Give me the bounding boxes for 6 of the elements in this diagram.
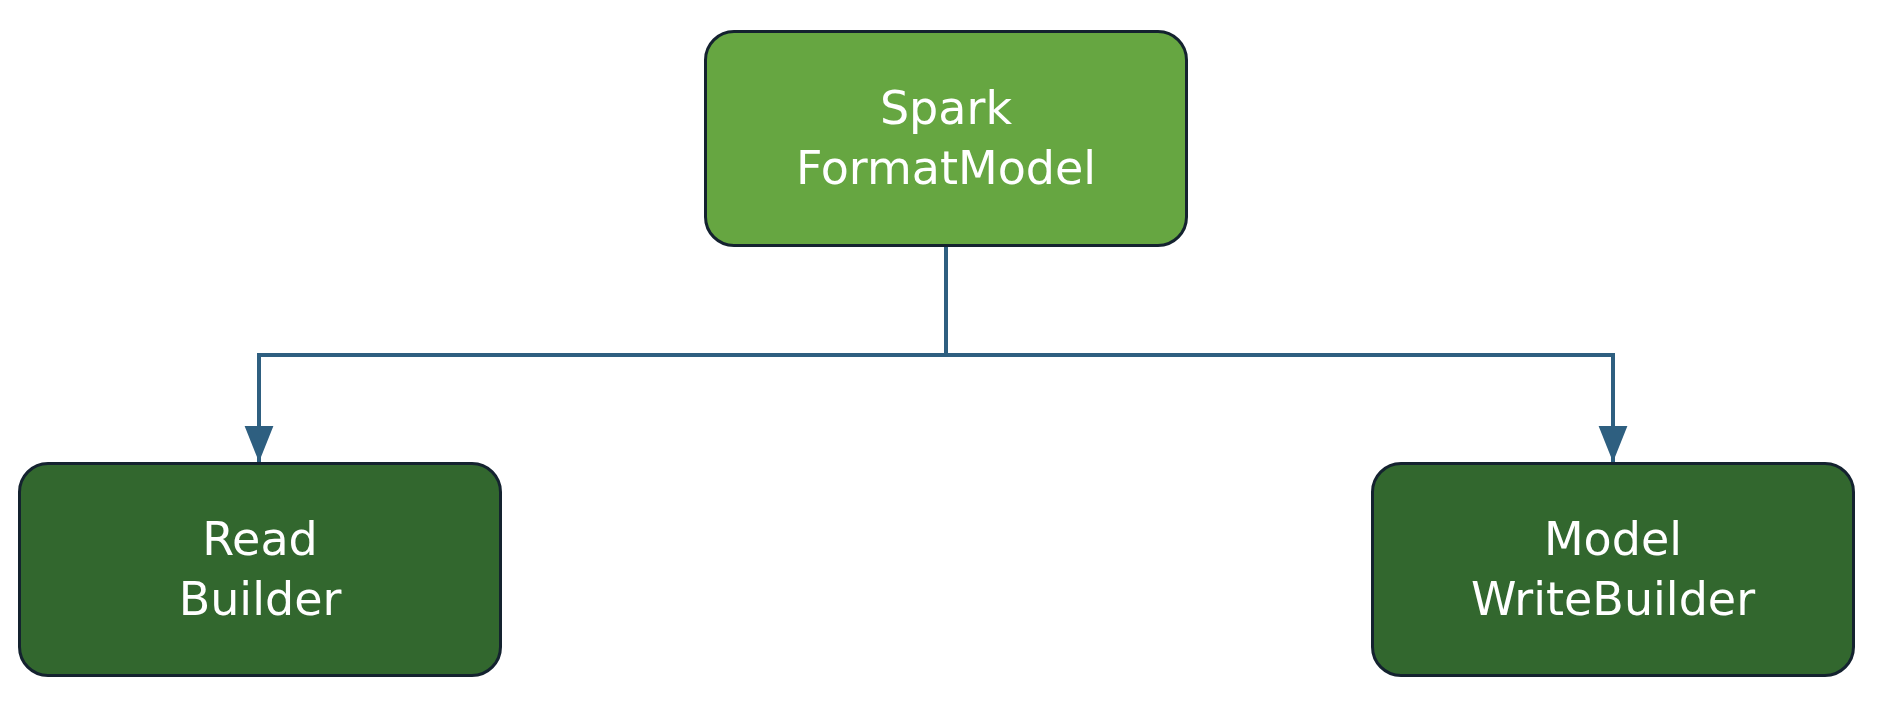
node-label: Spark FormatModel [795,79,1097,197]
process-box [704,30,1188,247]
node-label: Model WriteBuilder [1470,510,1756,628]
process-box [18,462,502,677]
node-label: Read Builder [178,510,342,628]
process-box [1371,462,1855,677]
